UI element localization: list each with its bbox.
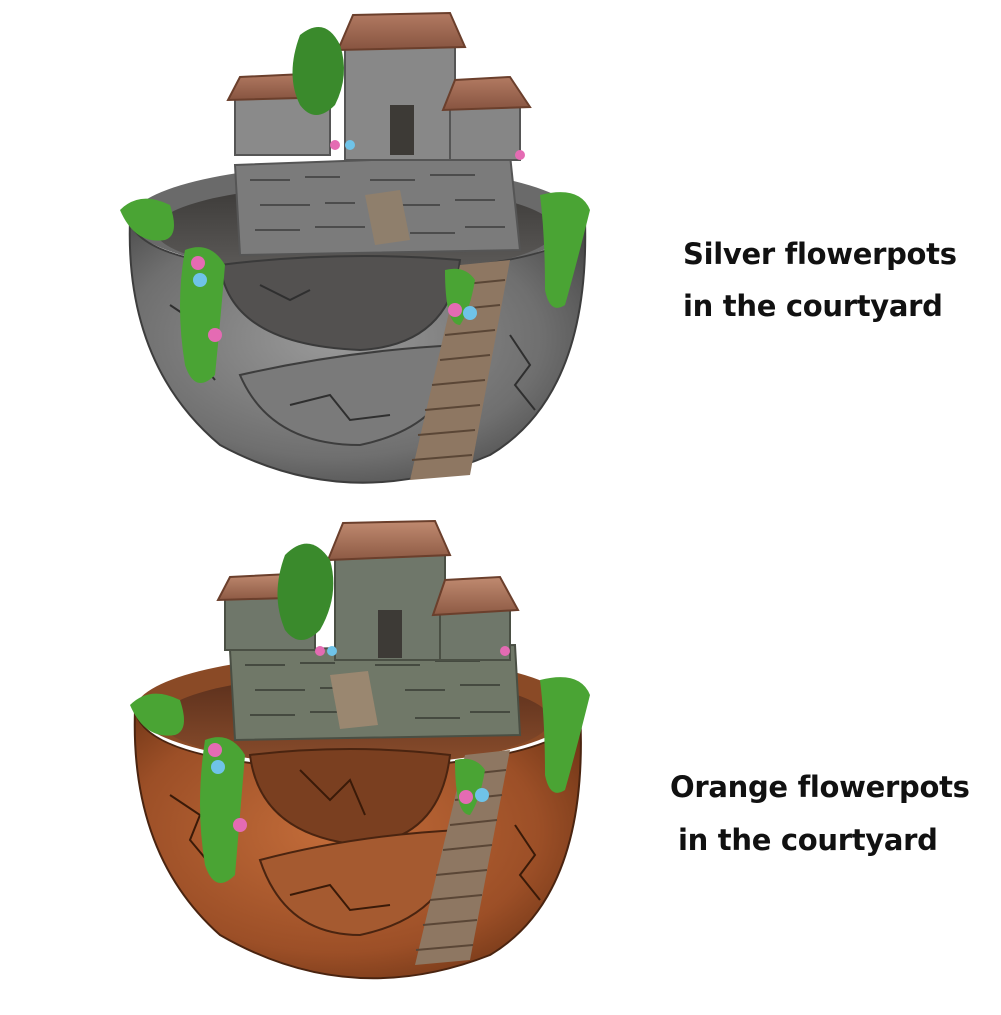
orange-caption-line1: Orange flowerpots	[670, 770, 970, 804]
cracks	[169, 769, 541, 912]
silver-caption-line1: Silver flowerpots	[683, 237, 957, 271]
main-door	[378, 610, 402, 658]
moss	[120, 192, 590, 383]
tree	[277, 543, 334, 640]
orange-flowerpot-image	[110, 515, 610, 1015]
pot-inner-tier	[248, 748, 452, 847]
pot-inner-tier	[218, 255, 462, 352]
main-door	[390, 105, 414, 155]
flowers	[191, 140, 525, 342]
stairs	[365, 190, 510, 480]
silver-flowerpot-image	[110, 5, 610, 505]
small-house-right	[439, 609, 511, 661]
roof-right	[431, 575, 520, 617]
roof-right	[441, 75, 532, 112]
orange-caption-line2: in the courtyard	[678, 823, 938, 857]
main-roof	[336, 11, 467, 52]
stone-pattern	[250, 174, 505, 234]
small-house-right	[449, 104, 521, 161]
main-roof	[326, 519, 452, 562]
tree	[292, 27, 344, 115]
moss	[130, 677, 590, 883]
flowers	[208, 646, 510, 832]
silver-caption-line2: in the courtyard	[683, 289, 943, 323]
silver-flowerpot-illustration	[120, 11, 590, 484]
orange-flowerpot-illustration	[130, 519, 590, 980]
